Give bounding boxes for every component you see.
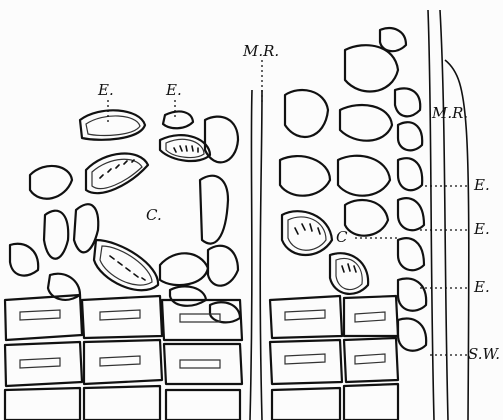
- label-medullary-ray-right: M.R.: [432, 106, 468, 121]
- label-epithelium-right-2: E.: [474, 222, 490, 237]
- label-sheath-wall: S.W.: [468, 347, 500, 362]
- label-epithelium-left: E.: [98, 83, 114, 98]
- medullary-ray-right-wall: [260, 90, 262, 420]
- label-epithelium-mid: E.: [166, 83, 182, 98]
- label-epithelium-right-1: E.: [474, 178, 490, 193]
- right-edge-wall-2: [440, 10, 448, 420]
- label-canal-left: C.: [146, 208, 162, 223]
- right-tissue-cells: [280, 28, 426, 351]
- bottom-wood-cells: [5, 295, 398, 420]
- label-epithelium-right-3: E.: [474, 280, 490, 295]
- medullary-ray-left-wall: [250, 90, 252, 420]
- right-edge-wall: [428, 10, 434, 420]
- left-tissue-cells: [10, 117, 240, 323]
- label-medullary-ray-top: M.R.: [243, 44, 279, 59]
- label-canal-right: C: [336, 230, 347, 245]
